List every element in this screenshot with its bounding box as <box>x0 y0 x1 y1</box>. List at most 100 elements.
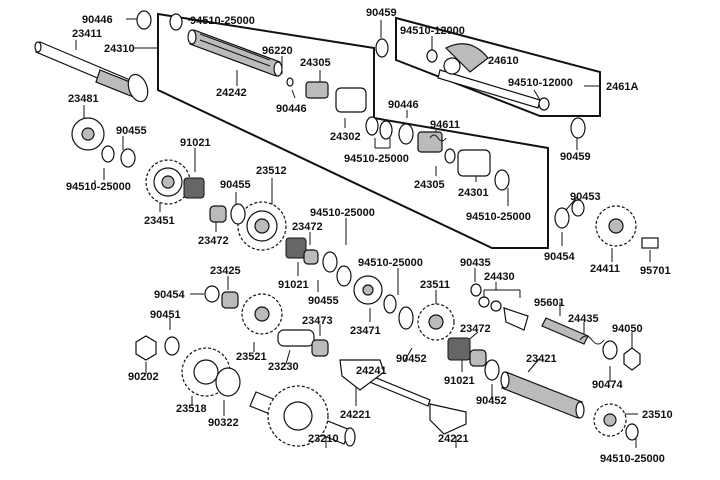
assembly-2461A-outline <box>395 16 601 117</box>
bearing-24305-a <box>305 81 329 99</box>
bearing-24301 <box>457 149 491 177</box>
label-90453: 90453 <box>570 191 601 203</box>
label-24241: 24241 <box>356 365 387 377</box>
label-23472: 23472 <box>198 235 229 247</box>
gear-23521 <box>241 293 283 335</box>
label-90452: 90452 <box>396 353 427 365</box>
label-91021-b: 91021 <box>278 279 309 291</box>
linkage-24430 <box>478 296 529 331</box>
label-24310: 24310 <box>104 43 135 55</box>
label-24221: 24221 <box>340 409 371 421</box>
label-94611: 94611 <box>430 119 460 131</box>
label-90454: 90454 <box>544 251 575 263</box>
label-24610: 24610 <box>488 55 519 67</box>
label-23521: 23521 <box>236 351 267 363</box>
gear-23481 <box>71 117 105 151</box>
label-90446-b: 90446 <box>276 103 307 115</box>
bearing-91021-b <box>285 237 307 259</box>
shift-fork-24221-a <box>339 359 385 391</box>
label-24305: 24305 <box>300 57 331 69</box>
label-96220: 96220 <box>262 45 293 57</box>
leader-lines <box>75 18 651 448</box>
label-24221-b: 24221 <box>438 433 469 445</box>
collar-23473 <box>311 339 329 357</box>
shaft-24242 <box>187 29 283 77</box>
gear-23471 <box>353 275 383 305</box>
label-94510-12000-b: 94510-12000 <box>508 77 573 89</box>
label-24301: 24301 <box>458 187 489 199</box>
label-94510-25000-g: 94510-25000 <box>600 453 665 465</box>
label-90459-b: 90459 <box>560 151 591 163</box>
label-90202: 90202 <box>128 371 159 383</box>
label-23511: 23511 <box>420 279 450 291</box>
label-23421: 23421 <box>526 353 557 365</box>
spring-24435 <box>579 335 605 345</box>
label-23210: 23210 <box>308 433 339 445</box>
label-90446-c: 90446 <box>388 99 419 111</box>
label-23518: 23518 <box>176 403 207 415</box>
label-90451: 90451 <box>150 309 181 321</box>
label-23451: 23451 <box>144 215 175 227</box>
label-24411: 24411 <box>590 263 620 275</box>
label-90452-b: 90452 <box>476 395 507 407</box>
label-94510-25000-d: 94510-25000 <box>466 211 531 223</box>
label-2461A: 2461A <box>606 81 638 93</box>
label-90454-b: 90454 <box>154 289 185 301</box>
label-23472-b: 23472 <box>292 221 323 233</box>
label-94050: 94050 <box>612 323 643 335</box>
assembly-24310-outline <box>157 12 549 249</box>
label-23411: 23411 <box>72 28 102 40</box>
label-23512: 23512 <box>256 165 287 177</box>
bolt-95701 <box>641 237 659 249</box>
label-94510-25000-c: 94510-25000 <box>344 153 409 165</box>
label-90474: 90474 <box>592 379 623 391</box>
gear-24411 <box>595 205 637 247</box>
label-91021: 91021 <box>180 137 211 149</box>
label-23425: 23425 <box>210 265 241 277</box>
label-90455: 90455 <box>116 125 147 137</box>
washers <box>101 10 639 441</box>
label-90455-b: 90455 <box>220 179 251 191</box>
shaft-24435 <box>541 317 589 345</box>
bearing-24305-b <box>417 131 443 153</box>
label-23472-c: 23472 <box>460 323 491 335</box>
label-95701: 95701 <box>640 265 671 277</box>
shaft-24610 <box>437 43 541 109</box>
gear-23451 <box>145 159 191 205</box>
bearing-24302 <box>335 87 367 113</box>
label-90455-c: 90455 <box>308 295 339 307</box>
spring-94611 <box>429 134 447 142</box>
bushing-23230 <box>277 329 315 347</box>
label-91021-c: 91021 <box>444 375 475 387</box>
label-23473: 23473 <box>302 315 333 327</box>
label-90322: 90322 <box>208 417 239 429</box>
label-24242: 24242 <box>216 87 247 99</box>
shaft-23411 <box>34 41 149 103</box>
label-90446: 90446 <box>82 14 113 26</box>
label-23471: 23471 <box>350 325 381 337</box>
gear-23511 <box>417 303 455 341</box>
label-24302: 24302 <box>330 131 361 143</box>
label-94510-25000-b: 94510-25000 <box>66 181 131 193</box>
part-labels: 90446 23411 24310 94510-25000 96220 2424… <box>66 7 673 465</box>
label-90459: 90459 <box>366 7 397 19</box>
shift-fork-24221-b <box>429 403 467 435</box>
gear-23210 <box>267 385 329 447</box>
label-90435: 90435 <box>460 257 491 269</box>
bearing-91021-a <box>183 177 205 199</box>
bearing-91021-c <box>447 337 471 361</box>
label-94510-25000: 94510-25000 <box>190 15 255 27</box>
collar-23472-a <box>209 205 227 223</box>
label-24305-b: 24305 <box>414 179 445 191</box>
shaft-23421 <box>500 371 585 419</box>
label-94510-25000-f: 94510-25000 <box>358 257 423 269</box>
collar-23425 <box>221 291 239 309</box>
gear-23512 <box>237 201 287 251</box>
collar-23472-b <box>303 249 319 265</box>
label-95601: 95601 <box>534 297 565 309</box>
label-94510-12000: 94510-12000 <box>400 25 465 37</box>
label-94510-25000-e: 94510-25000 <box>310 207 375 219</box>
label-23510: 23510 <box>642 409 673 421</box>
label-24435: 24435 <box>568 313 599 325</box>
